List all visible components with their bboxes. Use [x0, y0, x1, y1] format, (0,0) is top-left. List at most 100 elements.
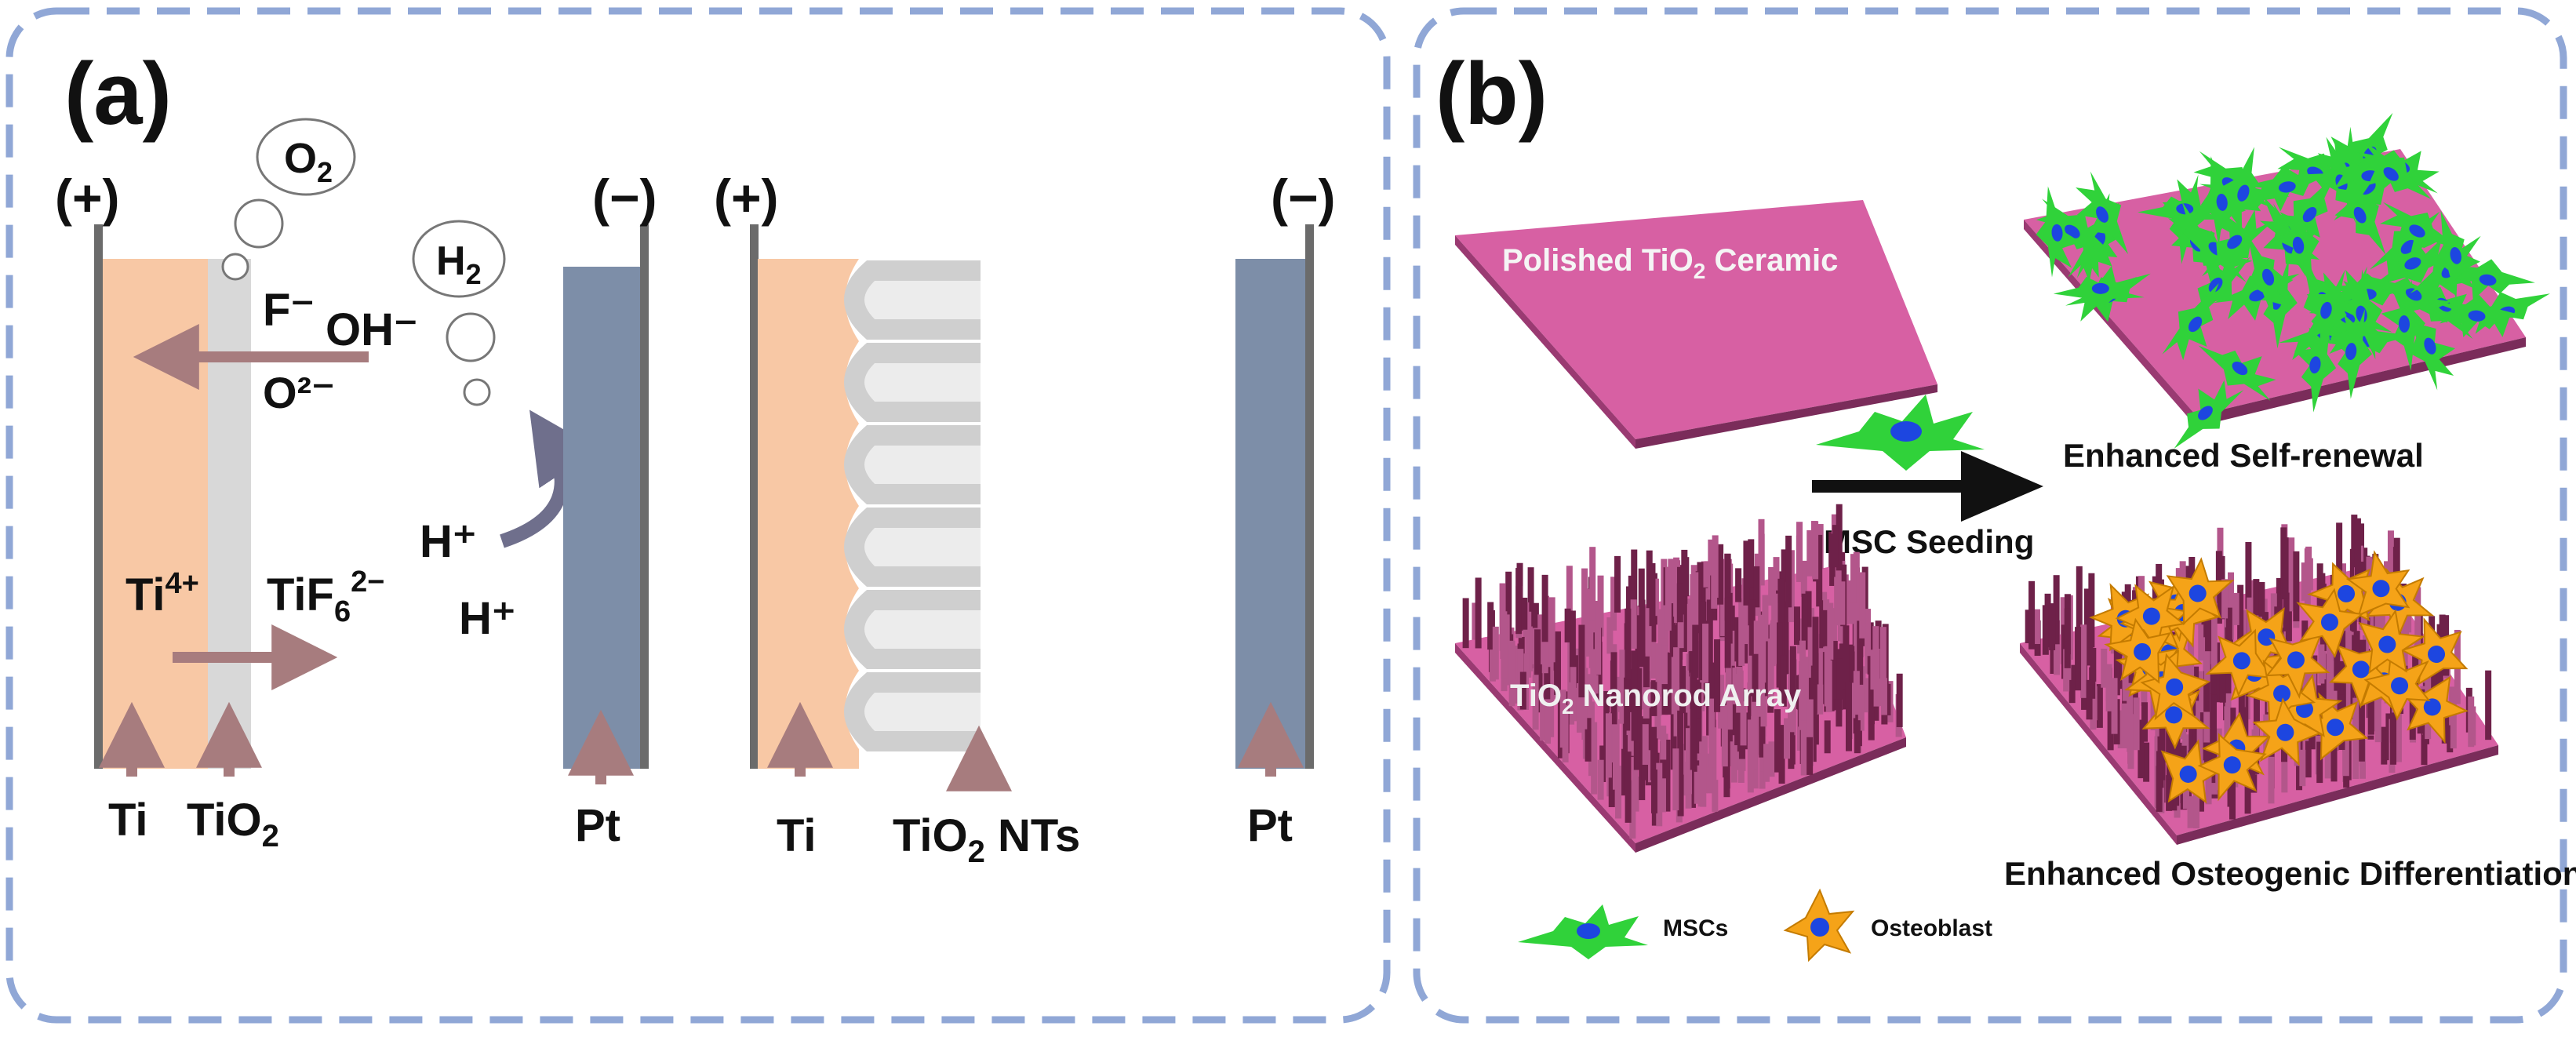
nanorod [1753, 620, 1760, 658]
panel-a-label: (a) [64, 45, 172, 143]
tif6-label: TiF62− [267, 566, 384, 628]
seeding-msc-cell [1816, 395, 1985, 471]
osteoblast-cell [2358, 609, 2425, 675]
nanorod [2053, 620, 2060, 675]
anode-sign-2: (+) [714, 169, 779, 227]
ti-plate-wavy [758, 259, 859, 769]
nanorod [1659, 778, 1666, 813]
nanorod [1472, 602, 1479, 640]
nanorod [1605, 713, 1612, 778]
ti-label: Ti [108, 795, 148, 846]
nanorod [1683, 694, 1690, 751]
nanorod [2299, 749, 2306, 787]
nanorod [2447, 715, 2454, 753]
polished-ceramic: Polished TiO2 Ceramic [1455, 200, 1937, 449]
nanorod [2282, 537, 2289, 599]
nanorod [1576, 682, 1583, 733]
nanorod [1737, 744, 1745, 783]
nanorod [2205, 763, 2212, 805]
nanorod [1740, 701, 1747, 746]
nanorod [2258, 582, 2265, 617]
nanorod [2210, 694, 2218, 762]
msc-cell [2333, 172, 2386, 255]
nanorod [1702, 624, 1709, 683]
nanorod [2276, 577, 2283, 634]
nanotube [844, 425, 981, 504]
nanorod [2238, 665, 2245, 730]
nanorod [1734, 705, 1741, 752]
nanorod [1606, 617, 1614, 654]
msc-cell [2435, 210, 2480, 300]
nanorod [1595, 600, 1602, 675]
msc-cell [2200, 156, 2247, 247]
nanorod [1743, 712, 1750, 750]
msc-cell [2220, 147, 2261, 231]
nanorod [2304, 548, 2311, 609]
nanorod [2244, 770, 2251, 814]
nanorod [1660, 740, 1667, 795]
nanorod [1815, 670, 1822, 714]
nanorod [1730, 745, 1737, 783]
nanorod [2156, 766, 2163, 812]
osteoblast-cell [2104, 617, 2172, 684]
osteoblast-cell [2160, 739, 2227, 804]
nanorod [2075, 627, 2082, 691]
nanorod [1825, 660, 1832, 712]
nanorod [1781, 549, 1788, 583]
nanorod [1748, 539, 1755, 588]
nanorod [1748, 577, 1756, 615]
nanorod [1800, 560, 1807, 597]
nanorod [1843, 625, 1850, 690]
nanorod [1747, 682, 1754, 742]
nanorod [1548, 670, 1555, 737]
nanorod [2042, 605, 2049, 655]
nanorod [2053, 575, 2060, 645]
nanorod [1673, 700, 1680, 737]
nanorod [1759, 715, 1766, 758]
nanorod [2316, 741, 2323, 784]
nanorod [2354, 518, 2361, 578]
nanorod [2025, 609, 2032, 643]
nanorod [1785, 535, 1792, 608]
nanorod [2080, 624, 2087, 698]
nanorod [2143, 742, 2150, 782]
legend-mscs-label: MSCs [1663, 915, 1728, 941]
cathode-sign-2: (−) [1271, 169, 1336, 227]
cathode-wire-2 [1305, 224, 1314, 769]
nanotube [844, 343, 981, 422]
osteoblast-cell [2265, 634, 2330, 699]
legend-osteoblast-label: Osteoblast [1871, 915, 1992, 941]
nanorod [1492, 626, 1499, 680]
msc-cell [2306, 269, 2347, 358]
nanorod [1703, 668, 1710, 706]
nanorod [1774, 709, 1781, 773]
nanorod [1805, 591, 1812, 628]
nanorod [2193, 770, 2200, 829]
msc-cell [2202, 209, 2274, 277]
msc-cell [2330, 308, 2372, 399]
nanorod [1758, 518, 1765, 584]
o2-minus-label: O²⁻ [263, 368, 335, 417]
nanorod [1501, 611, 1508, 679]
nanorod [2107, 702, 2114, 751]
nanorod [2033, 609, 2040, 645]
tio2-label: TiO2 [187, 795, 279, 853]
nanorod [1730, 715, 1737, 767]
nanorod [1588, 604, 1595, 668]
nanorod [1827, 602, 1834, 660]
nanorod [1632, 777, 1639, 812]
nanorod [2138, 719, 2145, 779]
nanorod [1816, 534, 1823, 607]
nanorod [1597, 759, 1604, 800]
nanorod [2111, 678, 2118, 734]
nanorod [1797, 618, 1804, 654]
nanorod [1679, 666, 1686, 714]
nanorod [1802, 657, 1809, 715]
nanorod [2192, 666, 2199, 716]
nanorod [1789, 670, 1796, 736]
o2-bubble [256, 118, 356, 196]
nanorod [1736, 667, 1743, 713]
nanorod [2167, 709, 2174, 780]
nanorod [1850, 554, 1857, 603]
anode-sign-1: (+) [55, 169, 120, 227]
